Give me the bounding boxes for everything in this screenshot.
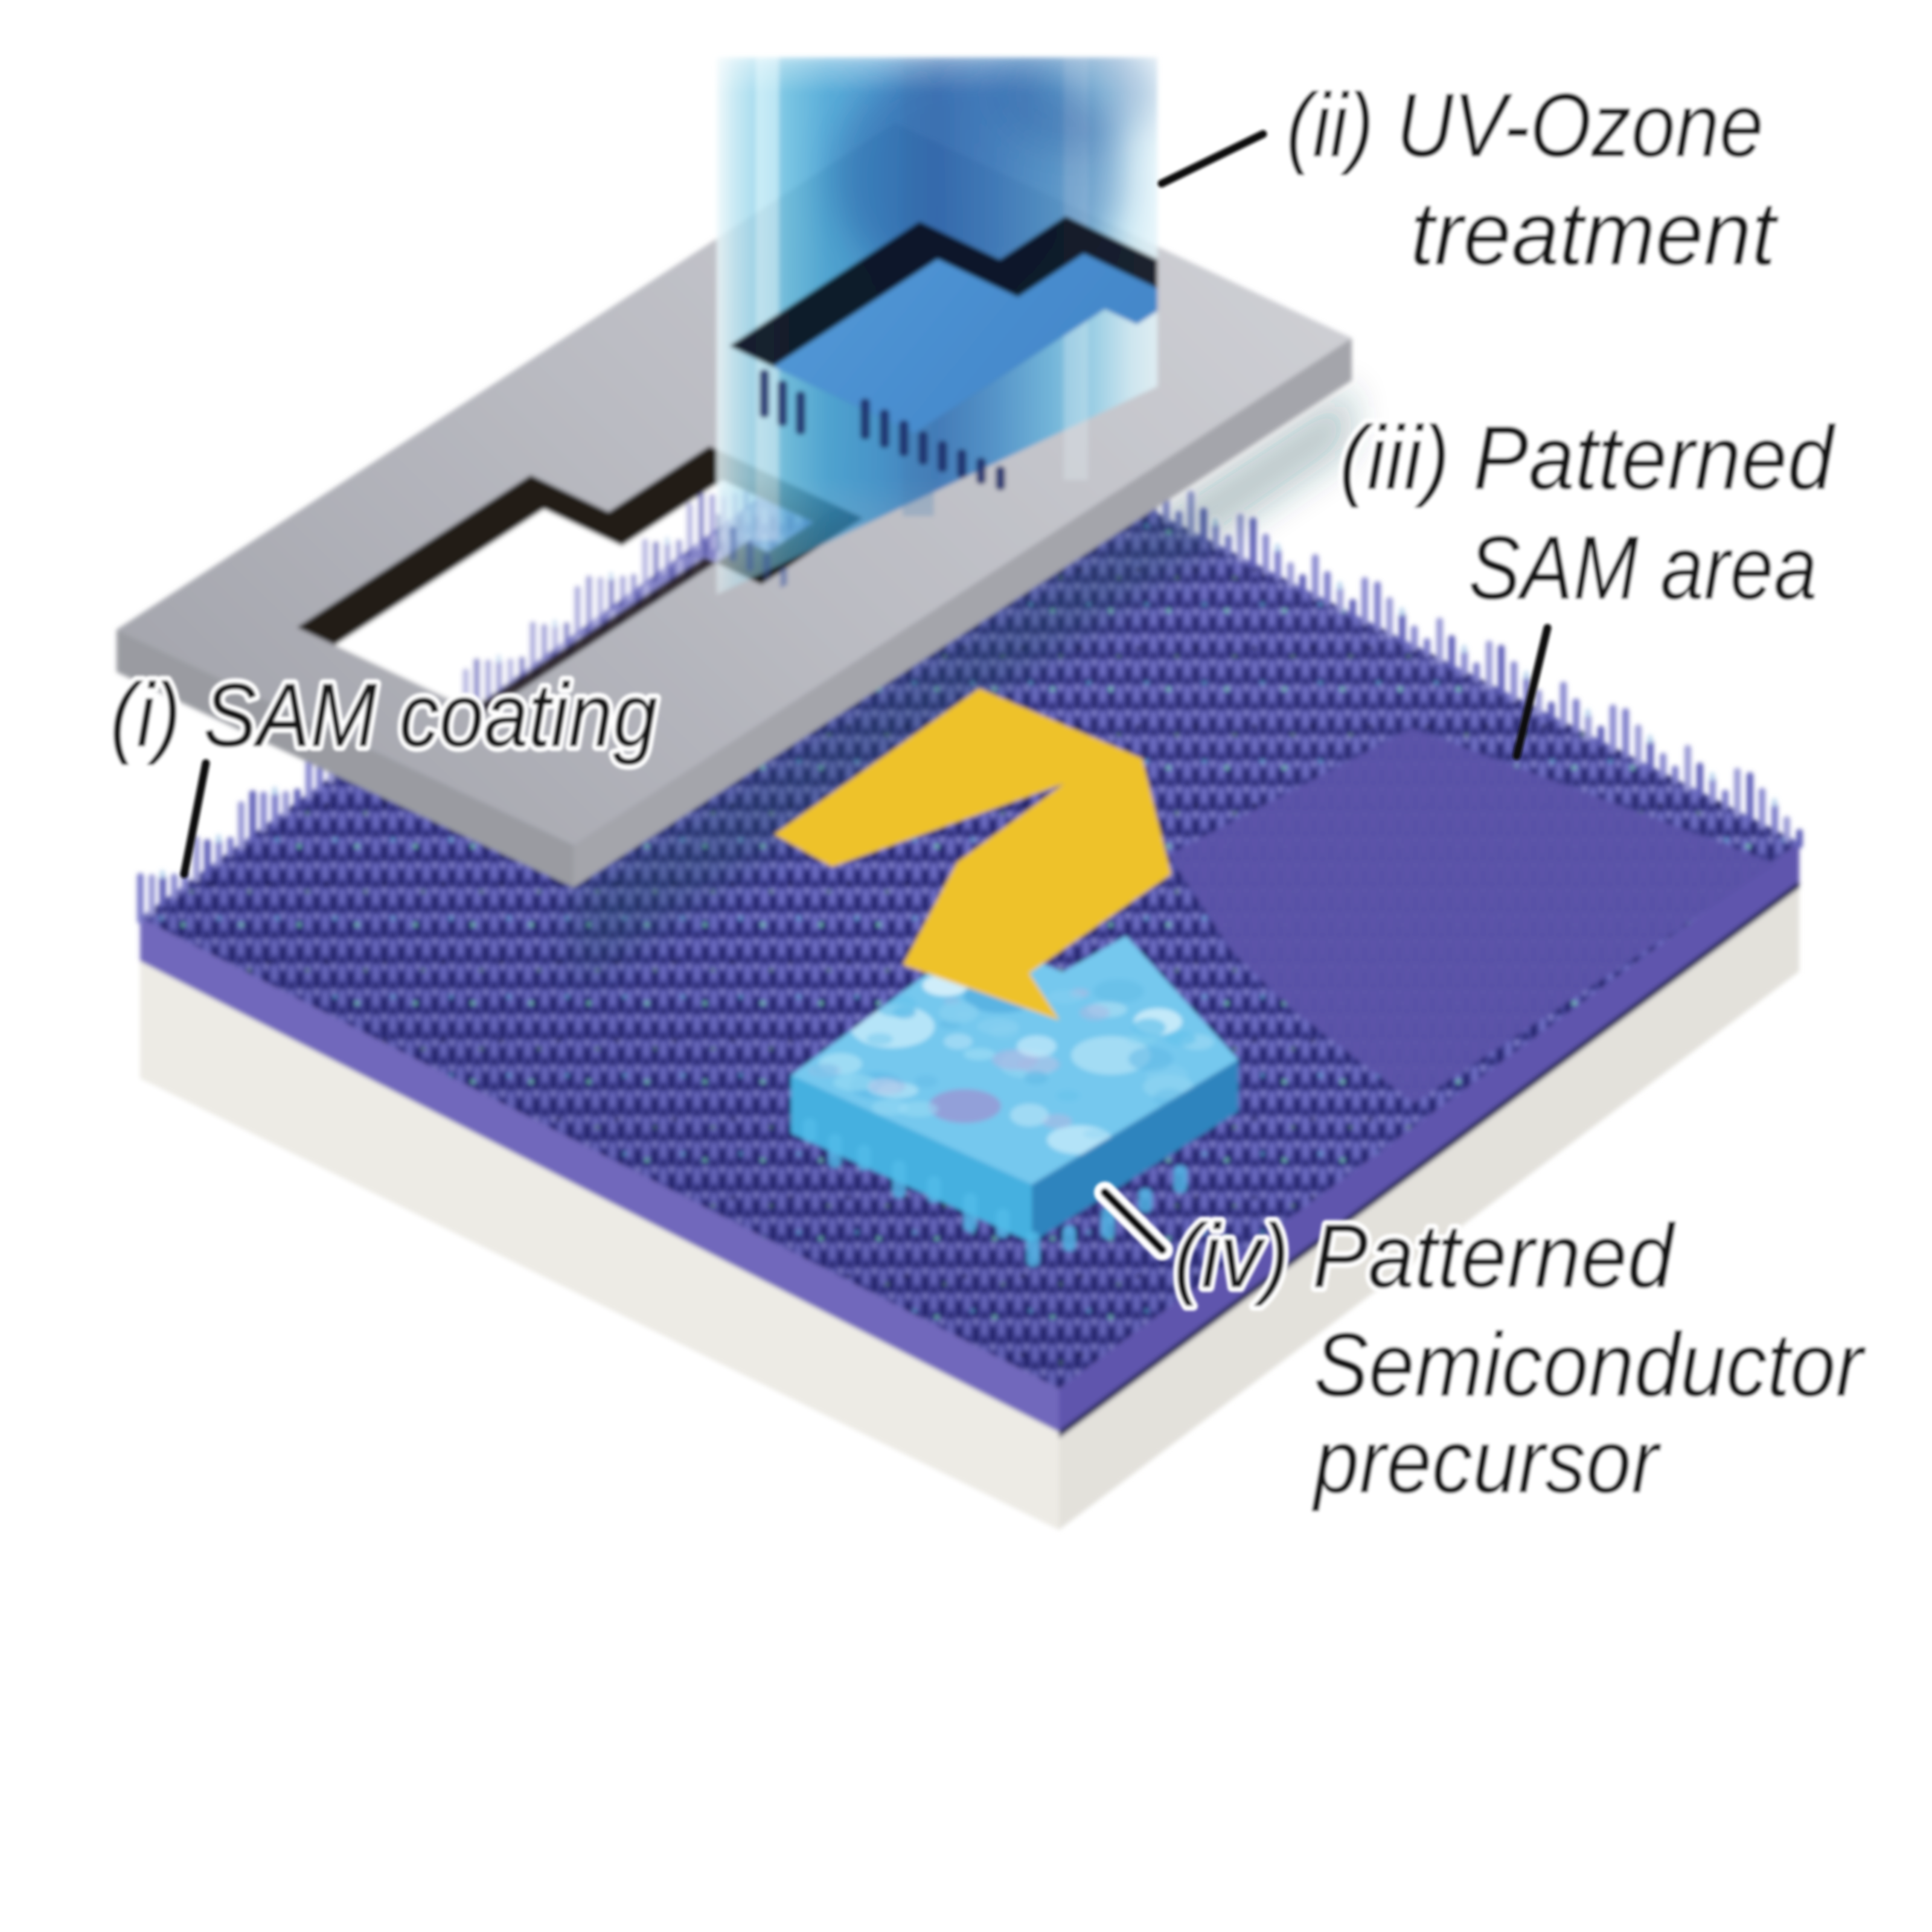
svg-text:Semiconductor: Semiconductor: [1314, 1314, 1866, 1415]
svg-text:(i) SAM coating: (i) SAM coating: [110, 664, 657, 766]
svg-text:(ii) UV-Ozone: (ii) UV-Ozone: [1286, 74, 1764, 176]
svg-text:precursor: precursor: [1311, 1410, 1661, 1512]
svg-text:(iii) Patterned: (iii) Patterned: [1339, 407, 1836, 508]
svg-text:treatment: treatment: [1410, 182, 1779, 284]
svg-text:(iv) Patterned: (iv) Patterned: [1174, 1205, 1676, 1307]
svg-text:SAM area: SAM area: [1468, 517, 1817, 618]
